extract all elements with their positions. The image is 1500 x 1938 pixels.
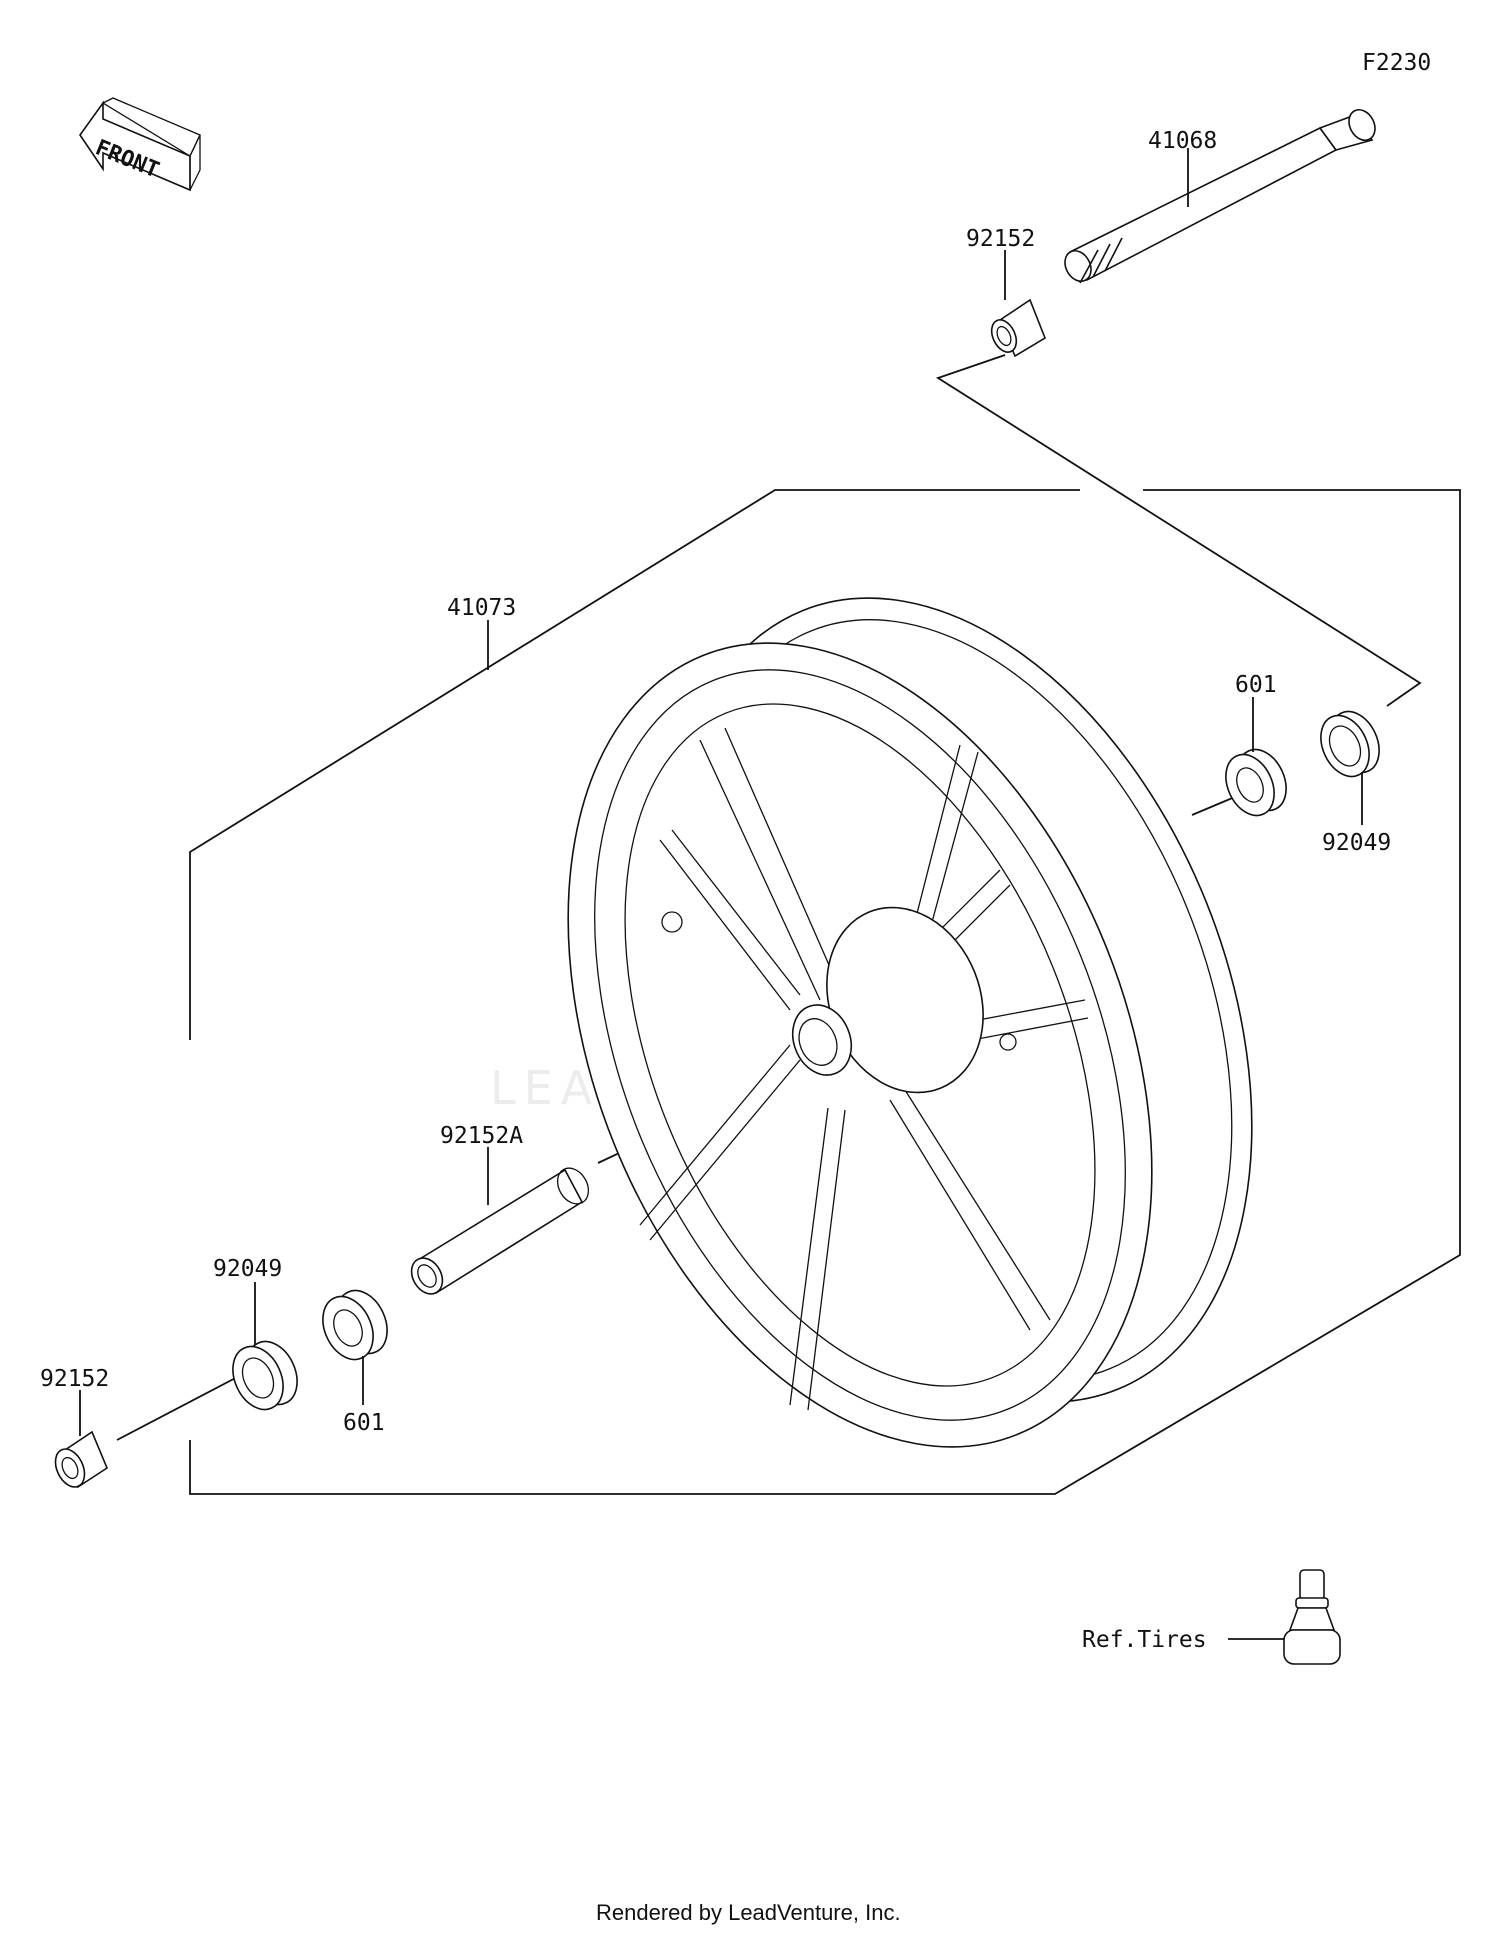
label-collar-left: 92152 [40,1366,109,1392]
label-seal-right: 92049 [1322,830,1391,856]
label-collar-top: 92152 [966,226,1035,252]
label-bearing-left: 601 [343,1410,385,1436]
label-axle: 41068 [1148,128,1217,154]
bearing-right-601 [1225,697,1287,817]
collar-top-92152 [990,250,1046,358]
diagram-code: F2230 [1362,50,1431,76]
footer-credit: Rendered by LeadVenture, Inc. [596,1900,901,1925]
assembly-bracket [189,489,1461,1495]
label-ref-tires: Ref.Tires [1082,1627,1207,1653]
spacer-92152A [410,1147,590,1295]
axle-41068 [1064,108,1376,284]
front-arrow-icon: FRONT [79,97,201,192]
label-seal-left: 92049 [213,1256,282,1282]
label-bearing-right: 601 [1235,672,1277,698]
collar-left-92152 [54,1390,108,1489]
tire-valve-icon [1228,1569,1341,1665]
bearing-left-601 [322,1289,388,1405]
label-spacer: 92152A [440,1123,523,1149]
seal-left-92049 [232,1282,298,1411]
seal-right-92049 [1320,710,1380,825]
wheel-41073 [487,597,1253,1448]
label-wheel: 41073 [447,595,516,621]
